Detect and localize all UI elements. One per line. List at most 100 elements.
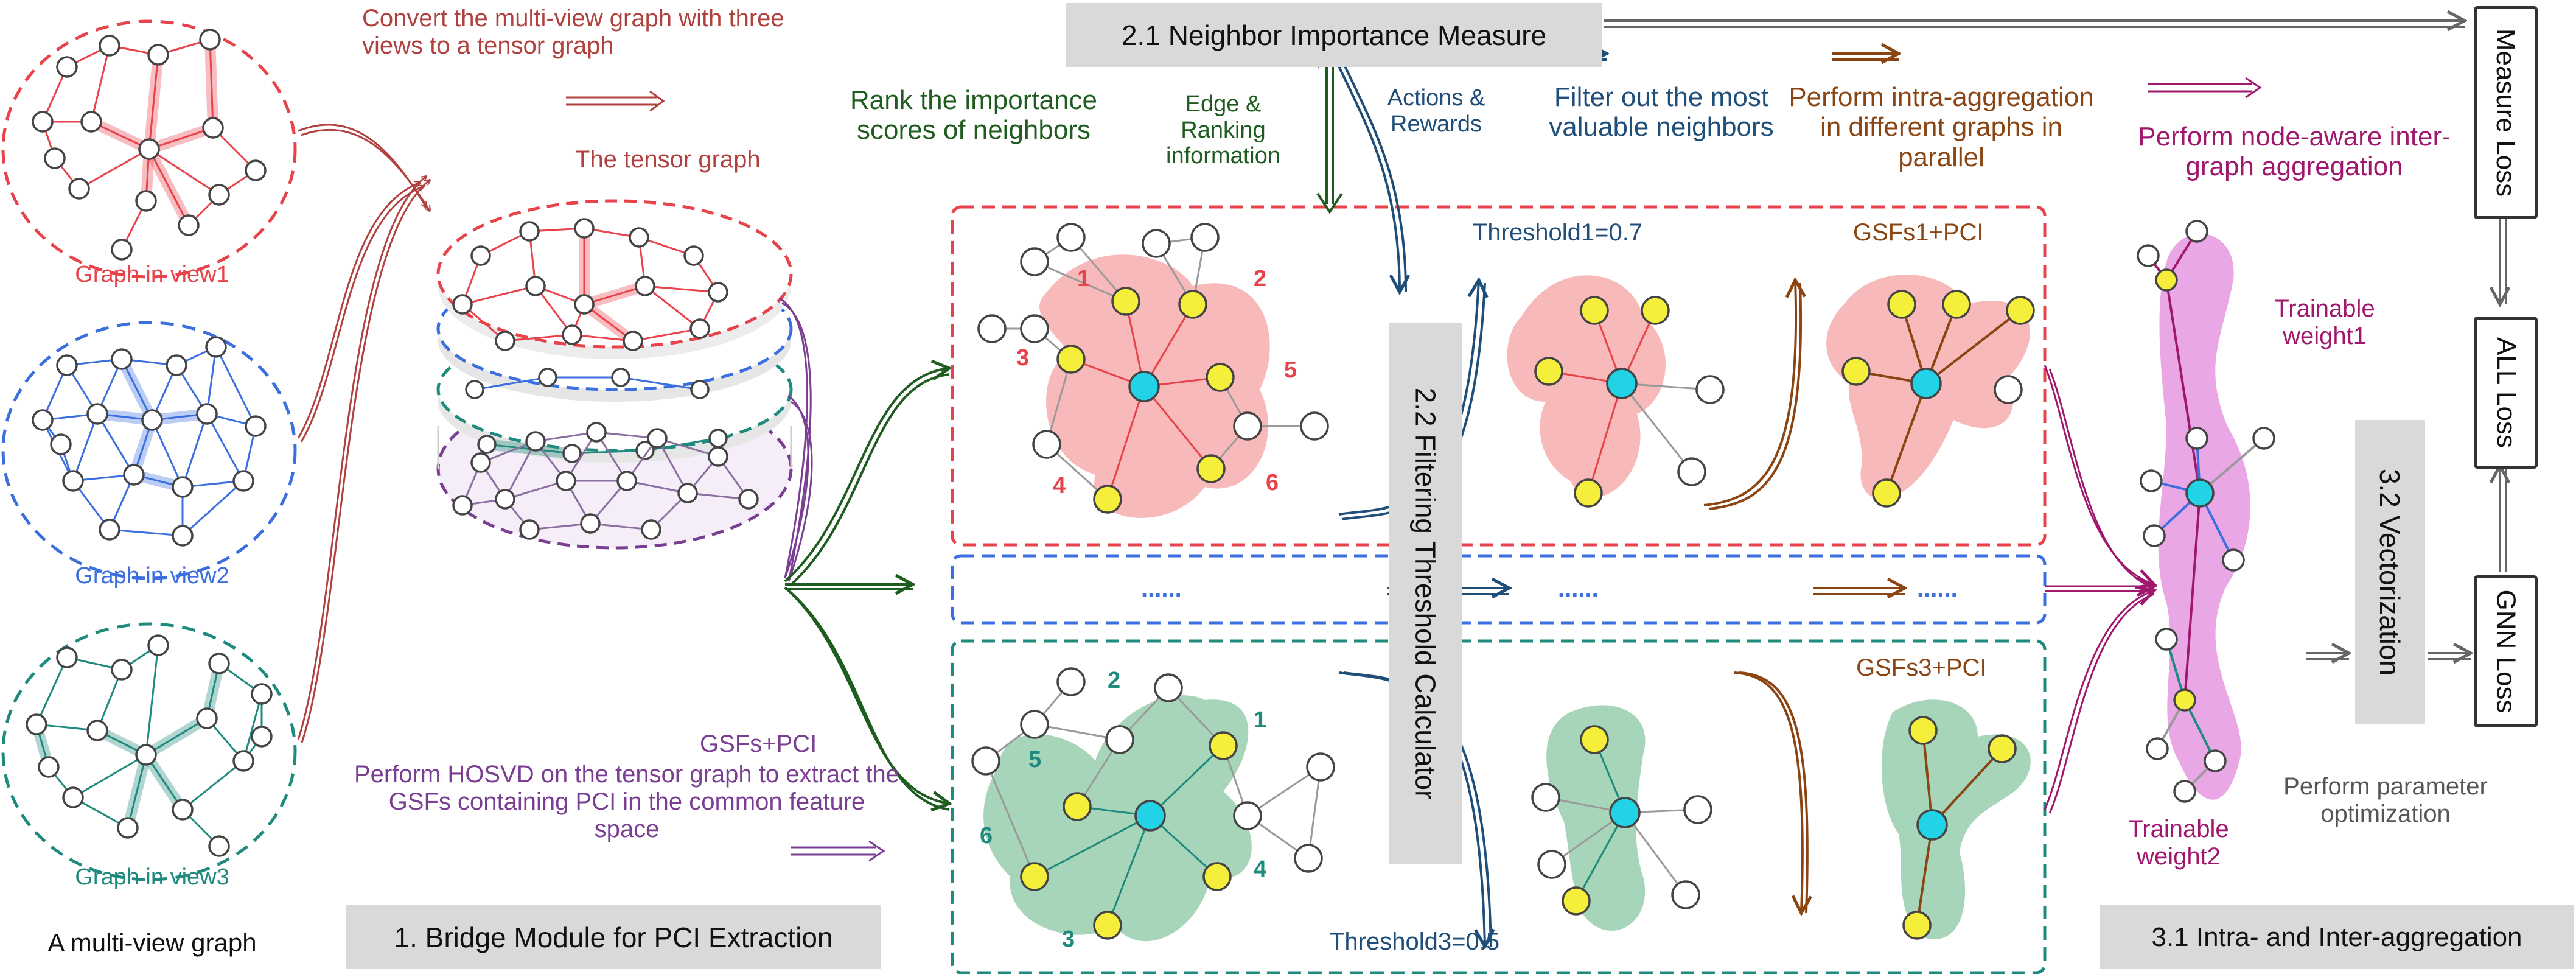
green-rank-number: 3	[1062, 926, 1075, 952]
vectorization-label: 3.2 Vectorization	[2374, 468, 2406, 676]
inter-aggregation-graph	[2137, 220, 2275, 803]
graph-node	[708, 429, 728, 448]
graph-edge	[626, 480, 688, 494]
neighbor-measure-box: 2.1 Neighbor Importance Measure	[1066, 3, 1602, 67]
graph-node	[117, 817, 139, 839]
graph-node	[2173, 688, 2196, 712]
graph-node	[1233, 801, 1262, 830]
graph-edge	[1143, 386, 1212, 469]
graph-node	[86, 403, 108, 425]
graph-node	[1105, 725, 1134, 754]
graph-edge	[181, 413, 208, 488]
graph-edge	[462, 285, 536, 306]
graph-node	[172, 799, 194, 821]
graph-node	[141, 409, 163, 431]
green-rank-number: 1	[1254, 707, 1266, 733]
measure-loss-box: Measure Loss	[2474, 6, 2538, 219]
brown-flow-arrows	[1703, 54, 1905, 913]
graph-node	[1196, 454, 1226, 483]
graph-node	[2185, 220, 2208, 243]
graph-edge	[96, 669, 123, 731]
all-loss-label: ALL Loss	[2491, 337, 2521, 448]
graph-node	[196, 707, 218, 729]
graph-node	[641, 519, 661, 540]
graph-node	[1580, 296, 1609, 325]
threshold-calculator-label: 2.2 Filtering Threshold Calculator	[1409, 387, 1442, 800]
multi-view-caption: A multi-view graph	[47, 928, 257, 957]
graph-node	[519, 519, 540, 540]
graph-edge	[2183, 492, 2201, 701]
graph-node	[38, 756, 60, 778]
graph-node	[1695, 375, 1725, 404]
graph-node	[1020, 314, 1049, 343]
graph-edge	[206, 413, 245, 481]
graph-node	[138, 138, 160, 160]
graph-node	[178, 214, 200, 236]
dots-3: ......	[1917, 575, 1958, 602]
graph-node	[44, 147, 66, 169]
graph-node	[32, 111, 54, 133]
graph-node	[111, 659, 133, 681]
red-rank-number: 6	[1266, 470, 1279, 496]
graph-edge	[2165, 279, 2201, 494]
graph-edge	[657, 437, 719, 458]
graph-edge	[1247, 766, 1321, 817]
graph-node	[1683, 795, 1712, 824]
graph-node	[68, 178, 90, 200]
graph-node	[1134, 800, 1166, 832]
graph-node	[470, 245, 491, 266]
graph-node	[611, 368, 630, 387]
graph-edge	[632, 327, 700, 342]
hub-to-panels-arrows	[784, 368, 949, 810]
graph-node	[99, 519, 120, 541]
graph-node	[738, 489, 759, 510]
graph-node	[99, 35, 120, 57]
red-rank-number: 1	[1077, 266, 1090, 292]
panel1-neighbor-graph	[977, 223, 1329, 518]
hosvd-arrow	[791, 840, 885, 862]
graph-edge	[72, 413, 99, 481]
convert-arrow	[566, 90, 665, 112]
panel3-aggregated-graph	[1881, 699, 2031, 940]
graph-node	[32, 409, 54, 431]
graph-node	[2155, 628, 2178, 651]
node-aware-text: Perform node-aware inter-graph aggregati…	[2138, 122, 2451, 182]
graph-edge	[1307, 766, 1322, 859]
graph-node	[251, 726, 273, 748]
green-rank-number: 5	[1028, 747, 1041, 772]
graph-edge	[1621, 383, 1693, 472]
graph-node	[2185, 427, 2208, 450]
graph-node	[1641, 296, 1670, 325]
graph-node	[1887, 290, 1916, 319]
vectorization-box: 3.2 Vectorization	[2355, 420, 2425, 724]
graph-node	[1056, 345, 1086, 374]
dots-1: ......	[1141, 575, 1182, 602]
graph-node	[1677, 457, 1706, 486]
graph-node	[251, 683, 273, 705]
graph-node	[135, 190, 157, 212]
graph-node	[971, 746, 1000, 776]
edge-ranking-text: Edge & Ranking information	[1166, 91, 1280, 169]
graph-node	[708, 446, 728, 467]
graph-node	[629, 227, 649, 248]
graph-edge	[1045, 359, 1072, 445]
graph-node	[123, 464, 145, 486]
graph-edge	[1925, 309, 2022, 385]
graph-edge	[1587, 383, 1623, 494]
neighbor-measure-label: 2.1 Neighbor Importance Measure	[1121, 19, 1547, 51]
bridge-module-box: 1. Bridge Module for PCI Extraction	[346, 905, 881, 969]
graph-node	[1531, 783, 1560, 812]
graph-node	[1020, 247, 1049, 276]
graph-view3	[1, 622, 297, 881]
graph-edge	[1916, 824, 1933, 926]
graph-node	[647, 428, 668, 449]
graph-node	[616, 471, 637, 491]
graph-node	[2222, 548, 2245, 572]
graph-view2	[1, 321, 297, 580]
graph-node	[166, 354, 187, 376]
dots-2: ......	[1558, 575, 1599, 602]
tensor-graph-stack	[436, 199, 793, 550]
graph-node	[202, 117, 224, 139]
